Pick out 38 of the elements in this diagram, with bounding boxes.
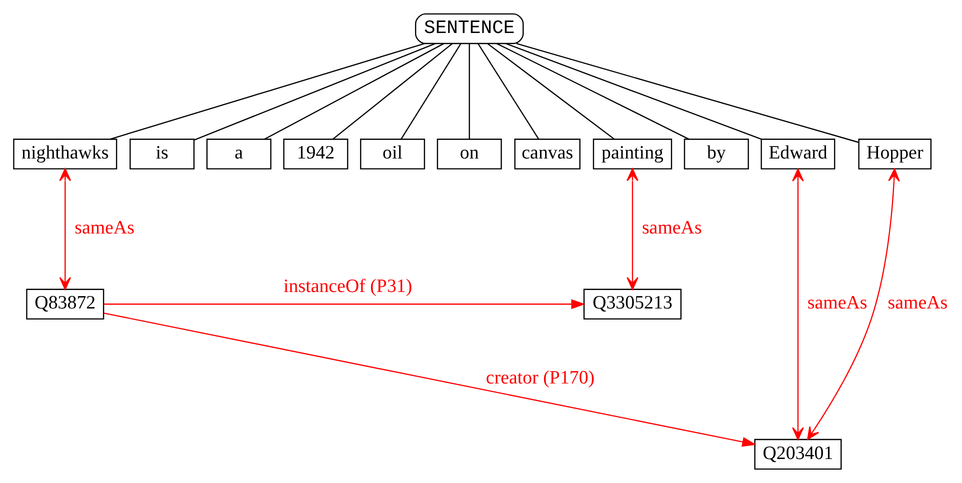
node-box: a xyxy=(206,138,271,170)
connector xyxy=(505,43,762,140)
connector xyxy=(332,43,452,140)
node-box: is xyxy=(129,138,194,170)
edge-label: sameAs xyxy=(74,218,134,239)
connector xyxy=(109,42,424,140)
node-box: on xyxy=(436,138,502,170)
edge-label: sameAs xyxy=(887,292,948,314)
connector xyxy=(477,43,539,140)
connector xyxy=(400,43,461,140)
edge-label: creator (P170) xyxy=(485,368,594,389)
edge-label: sameAs xyxy=(806,292,867,314)
node-box: Edward xyxy=(760,138,835,170)
node-box: by xyxy=(683,138,748,170)
edge-label: sameAs xyxy=(641,218,702,239)
arrow xyxy=(58,168,71,290)
arrow xyxy=(103,299,585,310)
connector xyxy=(264,43,444,140)
connector xyxy=(496,43,689,140)
node-box: 1942 xyxy=(282,138,348,170)
edge-label: instanceOf (P31) xyxy=(283,276,412,298)
node-box: Hopper xyxy=(858,138,932,170)
arrow xyxy=(792,168,804,440)
arrow xyxy=(103,312,756,447)
node-box: canvas xyxy=(514,138,580,170)
node-box: SENTENCE xyxy=(414,13,524,44)
connector xyxy=(486,43,614,140)
connector xyxy=(194,43,436,140)
node-box: Q83872 xyxy=(26,288,104,320)
connector xyxy=(516,42,858,143)
node-box: Q203401 xyxy=(754,438,842,470)
arrow xyxy=(626,168,638,290)
node-box: nighthawks xyxy=(12,138,117,170)
arrow xyxy=(806,168,900,440)
node-box: painting xyxy=(592,138,672,170)
connector xyxy=(468,44,470,140)
node-box: oil xyxy=(360,138,425,170)
node-box: Q3305213 xyxy=(582,288,682,320)
